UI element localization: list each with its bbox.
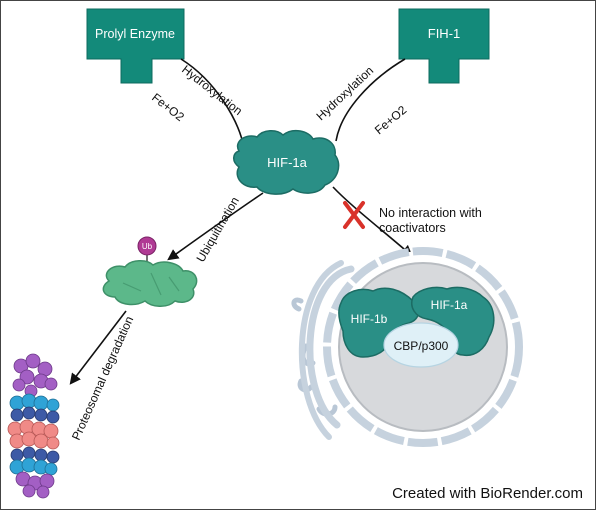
left-hydroxylation-label: Hydroxylation	[179, 62, 245, 118]
proteasome-icon	[7, 353, 60, 499]
right-cofactor-label: Fe+O2	[372, 103, 410, 138]
fih1-enzyme-label: FIH-1	[428, 26, 461, 41]
degradation-arrow	[69, 310, 127, 385]
cbp-p300-label: CBP/p300	[394, 339, 449, 353]
ub-tag-icon: Ub	[137, 236, 157, 256]
prolyl-enzyme-label: Prolyl Enzyme	[95, 27, 175, 41]
hif1a-label: HIF-1a	[267, 155, 308, 170]
right-hydroxylation-curve	[335, 58, 406, 142]
ub-tag-label: Ub	[142, 242, 153, 251]
nucleus-hif1a-label: HIF-1a	[431, 298, 468, 312]
ubiquitination-label: Ubiquitination	[193, 195, 241, 265]
ubiquitination-arrow	[167, 192, 264, 261]
biorender-credit: Created with BioRender.com	[392, 485, 583, 502]
left-cofactor-label: Fe+O2	[149, 90, 187, 124]
degradation-label: Proteosomal degradation	[69, 314, 136, 442]
hif1b-label: HIF-1b	[351, 312, 388, 326]
ubiquitinated-protein	[102, 260, 198, 307]
coactivator-arrow	[332, 186, 413, 257]
fih1-enzyme-shape: FIH-1	[398, 8, 490, 84]
no-interaction-cross-icon	[343, 201, 365, 229]
right-hydroxylation-label: Hydroxylation	[313, 63, 376, 123]
cbp-p300-coactivator: CBP/p300	[383, 322, 459, 368]
prolyl-enzyme-shape: Prolyl Enzyme	[86, 8, 185, 84]
hif1a-protein: HIF-1a	[233, 129, 340, 195]
hif-complex: HIF-1b HIF-1a	[338, 286, 495, 358]
no-interaction-line2: coactivators	[379, 221, 446, 235]
no-interaction-line1: No interaction with	[379, 206, 482, 220]
